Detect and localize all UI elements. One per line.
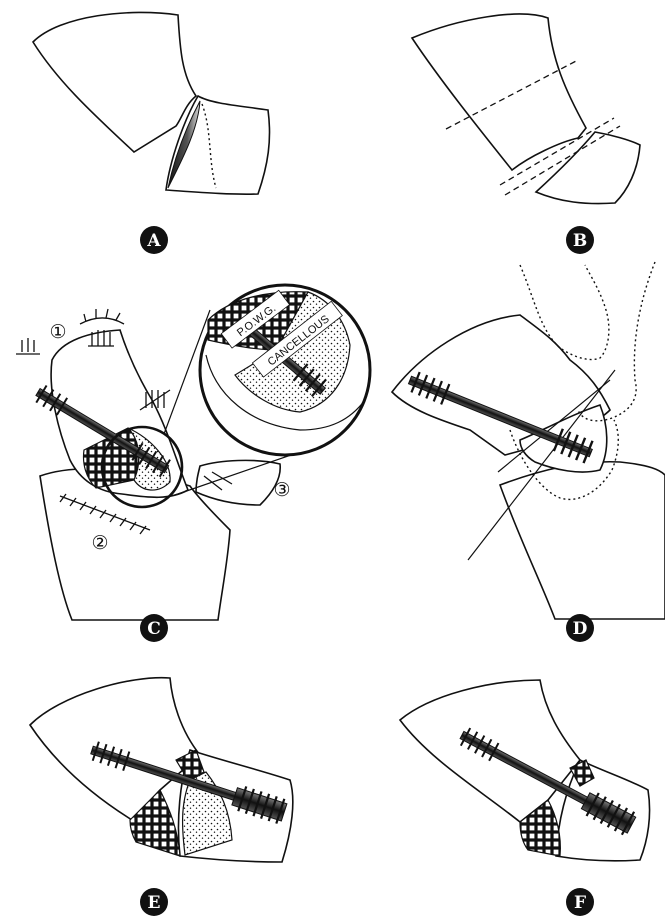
svg-text:C: C — [147, 619, 161, 639]
svg-text:A: A — [146, 231, 161, 251]
panel-c-marker-2: ② — [91, 533, 108, 554]
panel-d-distal-bone — [500, 462, 665, 619]
panel-e-proximal-bone — [30, 678, 200, 820]
panel-c-marker-1: ① — [49, 322, 66, 343]
panel-a — [33, 12, 270, 194]
panel-label-a: A — [140, 226, 168, 254]
svg-text:D: D — [573, 619, 588, 639]
panel-label-e: E — [140, 888, 168, 916]
panel-c-marker-3: ③ — [273, 480, 290, 501]
panel-d — [392, 262, 665, 619]
svg-text:B: B — [573, 231, 587, 251]
panel-e — [30, 678, 293, 862]
panel-b — [412, 14, 640, 204]
panel-c: P.O.W.G. CANCELLOUS ① ② ③ — [16, 285, 370, 620]
panel-label-b: B — [566, 226, 594, 254]
svg-text:F: F — [574, 893, 586, 913]
svg-text:E: E — [148, 893, 161, 913]
panel-label-c: C — [140, 614, 168, 642]
panel-a-proximal-bone — [33, 12, 196, 152]
panel-label-d: D — [566, 614, 594, 642]
panel-label-f: F — [566, 888, 594, 916]
panel-f — [400, 680, 650, 861]
panel-b-proximal-bone — [412, 14, 586, 170]
panel-c-lateral-fragment — [196, 460, 280, 505]
